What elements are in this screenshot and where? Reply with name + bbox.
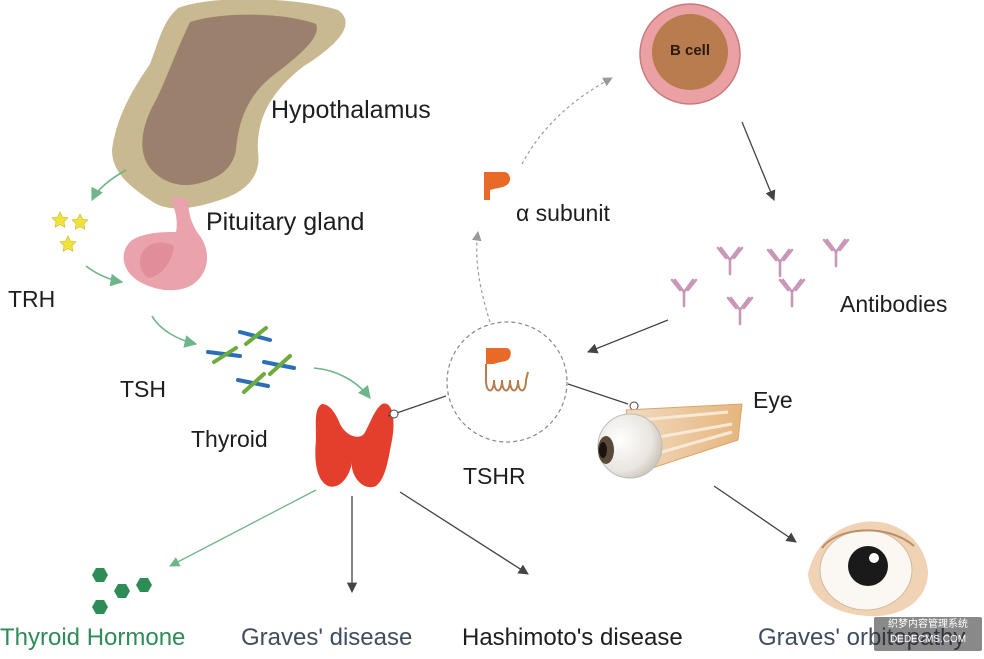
outcome-thyroid-hormone: Thyroid Hormone bbox=[0, 624, 186, 651]
outcome-arrows bbox=[169, 489, 529, 594]
shedding-pathway-arrows bbox=[472, 77, 613, 323]
hormone-flow-arrows bbox=[85, 169, 371, 400]
b-cell-icon bbox=[639, 3, 741, 105]
outcome-graves-disease: Graves' disease bbox=[241, 624, 413, 651]
watermark-line-1: 织梦内容管理系统 bbox=[888, 619, 968, 630]
antibodies-label: Antibodies bbox=[840, 291, 948, 317]
tsh-label: TSH bbox=[120, 376, 166, 402]
eyeball-icon bbox=[567, 383, 743, 479]
thyroid-gland-icon bbox=[315, 395, 447, 488]
watermark-line-2: DEDECMS.COM bbox=[889, 634, 967, 645]
pituitary-gland-icon bbox=[123, 198, 208, 291]
alpha-subunit-label: α subunit bbox=[516, 200, 610, 226]
tsh-molecule-icon bbox=[206, 326, 296, 394]
hexagon-molecule-icon bbox=[92, 568, 152, 614]
trh-label: TRH bbox=[8, 286, 56, 312]
hypothalamus-label: Hypothalamus bbox=[271, 96, 431, 124]
antibody-icon bbox=[670, 238, 850, 326]
tshr-label: TSHR bbox=[463, 463, 526, 489]
hypothalamus-icon bbox=[112, 0, 346, 209]
outcome-hashimoto-disease: Hashimoto's disease bbox=[462, 624, 683, 651]
pituitary-gland-label: Pituitary gland bbox=[206, 208, 365, 236]
eye-label: Eye bbox=[753, 387, 793, 413]
immune-response-arrows bbox=[587, 121, 797, 543]
b-cell-label: B cell bbox=[669, 42, 711, 59]
proptosis-eye-icon bbox=[808, 521, 928, 617]
trh-star-icon bbox=[51, 211, 89, 252]
receptor-icon bbox=[446, 321, 568, 443]
watermark: 织梦内容管理系统 DEDECMS.COM bbox=[874, 617, 982, 651]
alpha-subunit-icon bbox=[484, 172, 511, 200]
thyroid-label: Thyroid bbox=[191, 426, 268, 452]
